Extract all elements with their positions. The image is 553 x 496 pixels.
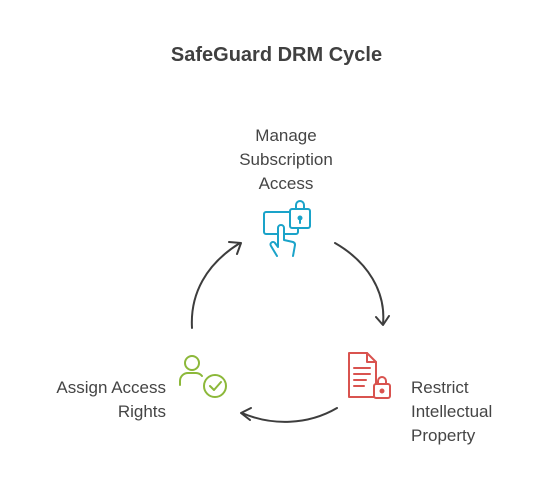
cycle-arrow-top-to-right bbox=[334, 242, 385, 325]
cycle-arrow-right-to-left bbox=[241, 407, 338, 423]
arrowhead-right-to-left bbox=[240, 407, 252, 421]
step-label-restrict-intellectual-property: Restrict Intellectual Property bbox=[411, 378, 493, 445]
diagram-title: SafeGuard DRM Cycle bbox=[170, 44, 383, 66]
arrowhead-top-to-right bbox=[375, 315, 390, 326]
cycle-arrow-left-to-top bbox=[190, 242, 241, 329]
arrowhead-left-to-top bbox=[228, 241, 242, 255]
document-lock-icon bbox=[348, 352, 391, 399]
step-label-manage-subscription-access: Manage Subscription Access bbox=[239, 126, 333, 193]
touch-lock-icon bbox=[263, 200, 311, 257]
step-label-assign-access-rights: Assign Access Rights bbox=[56, 378, 166, 421]
user-check-icon bbox=[179, 355, 227, 398]
